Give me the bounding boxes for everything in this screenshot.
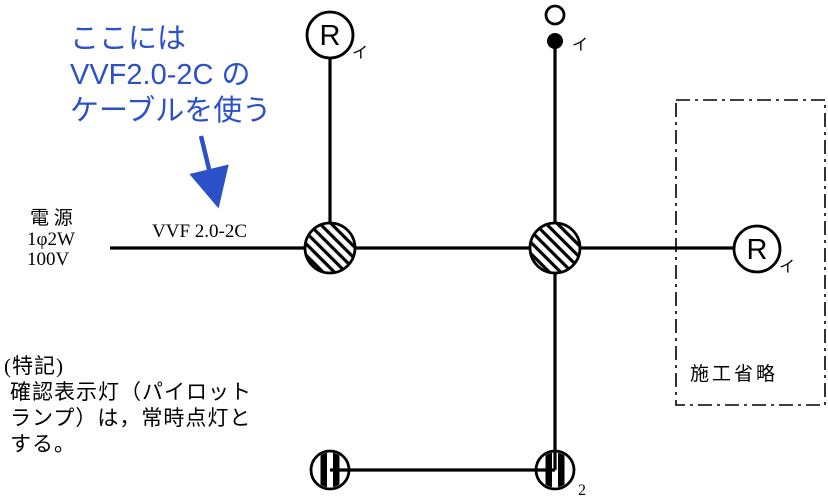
outlet-left-icon	[309, 449, 351, 491]
notes-line3: する。	[10, 432, 76, 456]
outlet-right-bar	[558, 452, 565, 488]
lamp-top-subscript: イ	[352, 45, 368, 62]
annotation-note: ここには VVF2.0-2C の ケーブルを使う	[70, 23, 271, 209]
ceiling-fixture-subscript: イ	[572, 37, 588, 54]
annotation-line1: ここには	[70, 23, 186, 55]
lamp-receptacle-top-icon	[305, 10, 355, 60]
outlet-left-bar	[333, 452, 340, 488]
notes-line2: ランプ）は，常時点灯と	[10, 406, 251, 430]
junction-box-right-icon	[528, 221, 582, 275]
ceiling-fixture-ring-icon	[544, 4, 566, 26]
omission-boundary	[675, 99, 826, 406]
lamp-right-letter: R	[747, 234, 768, 266]
lamp-receptacle-top: R イ	[305, 10, 368, 62]
lamp-top-letter: R	[320, 20, 341, 52]
ceiling-fixture: イ	[544, 4, 588, 54]
power-line3: 100V	[27, 249, 70, 270]
notes-line1: 確認表示灯（パイロット	[10, 380, 252, 404]
special-notes: (特記) 確認表示灯（パイロット ランプ）は，常時点灯と する。	[4, 354, 252, 456]
lamp-right-subscript: イ	[779, 259, 795, 276]
junction-box-left-icon	[303, 221, 357, 275]
annotation-arrow-icon	[189, 135, 229, 209]
lamp-receptacle-right: R イ	[732, 224, 795, 276]
lamp-receptacle-right-icon	[732, 224, 782, 274]
outlet-subscript: 2	[578, 482, 586, 499]
power-line2: 1φ2W	[27, 229, 75, 250]
outlet-right-bar	[545, 452, 552, 488]
annotation-line3: ケーブルを使う	[70, 94, 271, 127]
outlet-right-icon	[534, 449, 576, 491]
omission-label: 施工省略	[690, 363, 778, 385]
ceiling-fixture-dot-icon	[547, 33, 563, 49]
outlet-left-bar	[320, 452, 327, 488]
notes-heading: (特記)	[4, 354, 64, 378]
power-line1: 電 源	[30, 207, 73, 229]
power-source-label: 電 源 1φ2W 100V	[27, 207, 75, 270]
annotation-line2: VVF2.0-2C の	[70, 59, 251, 91]
cable-label: VVF 2.0-2C	[152, 221, 247, 242]
